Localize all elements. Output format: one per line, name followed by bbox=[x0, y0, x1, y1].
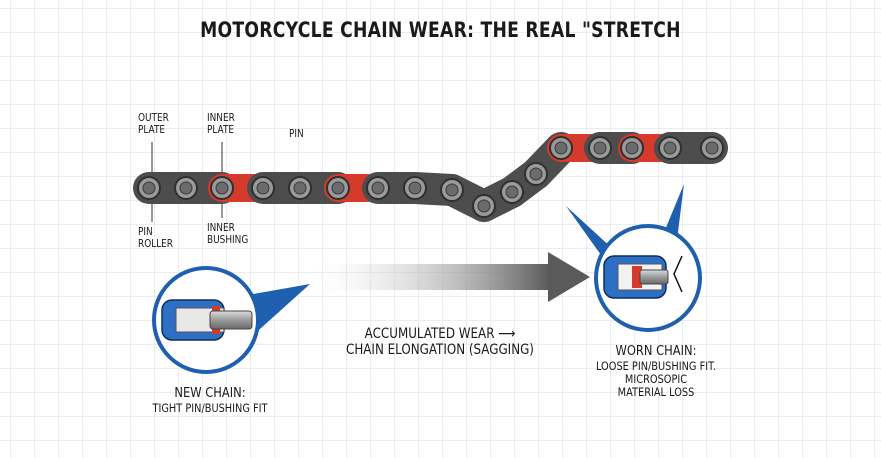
new-chain-detail: TIGHT PIN/BUSHING FIT bbox=[152, 400, 268, 415]
chain-pin bbox=[529, 167, 543, 181]
chain-pin bbox=[256, 181, 270, 195]
chain-pin bbox=[663, 141, 677, 155]
new-chain-heading: NEW CHAIN: bbox=[174, 385, 246, 401]
chain-pin bbox=[477, 199, 491, 213]
worn-chain-detail-1: LOOSE PIN/BUSHING FIT. bbox=[595, 358, 717, 373]
chain-pin bbox=[293, 181, 307, 195]
worn-chain-callout bbox=[566, 184, 702, 332]
worn-chain-caption: WORN CHAIN: LOOSE PIN/BUSHING FIT. MICRO… bbox=[556, 343, 756, 399]
label-inner-bushing-line2: BUSHING bbox=[207, 234, 249, 247]
wear-caption-line1: ACCUMULATED WEAR ⟶ bbox=[338, 326, 542, 342]
worn-chain-heading: WORN CHAIN: bbox=[615, 343, 697, 359]
chain-elongation-text: CHAIN ELONGATION (SAGGING) bbox=[346, 342, 534, 359]
worn-chain-detail-2: MICROSOPIC bbox=[624, 371, 688, 386]
chain-pin bbox=[593, 141, 607, 155]
wear-arrow bbox=[300, 252, 590, 302]
chain-pin bbox=[179, 181, 193, 195]
label-pin-roller: PIN ROLLER bbox=[138, 226, 173, 250]
label-pin-roller-line1: PIN bbox=[138, 226, 153, 238]
label-outer-plate-line2: PLATE bbox=[138, 124, 166, 137]
chain-pin bbox=[445, 183, 459, 197]
label-inner-plate-line2: PLATE bbox=[207, 124, 235, 137]
chain-pin bbox=[215, 181, 229, 195]
label-pin: PIN bbox=[289, 128, 304, 140]
chain-pin bbox=[408, 181, 422, 195]
right-arrow-icon: ⟶ bbox=[498, 326, 516, 342]
chain-pin bbox=[625, 141, 639, 155]
chain-pin bbox=[331, 181, 345, 195]
label-inner-plate-line1: INNER bbox=[207, 112, 235, 124]
page-title: MOTORCYCLE CHAIN WEAR: THE REAL "STRETCH bbox=[200, 18, 681, 42]
label-inner-bushing: INNER BUSHING bbox=[207, 222, 248, 246]
label-inner-plate: INNER PLATE bbox=[207, 112, 235, 136]
label-outer-plate: OUTER PLATE bbox=[138, 112, 169, 136]
label-pin-roller-line2: ROLLER bbox=[138, 238, 174, 251]
label-outer-plate-line1: OUTER bbox=[138, 112, 169, 124]
label-inner-bushing-line1: INNER bbox=[207, 222, 235, 234]
wear-caption: ACCUMULATED WEAR ⟶ CHAIN ELONGATION (SAG… bbox=[338, 326, 542, 358]
new-chain-caption: NEW CHAIN: TIGHT PIN/BUSHING FIT bbox=[110, 385, 310, 415]
new-chain-callout bbox=[152, 266, 310, 374]
chain-pin bbox=[505, 185, 519, 199]
roller-chain bbox=[133, 132, 728, 222]
chain-pin bbox=[142, 181, 156, 195]
chain-pin bbox=[705, 141, 719, 155]
chain-pin bbox=[554, 141, 568, 155]
worn-chain-detail-3: MATERIAL LOSS bbox=[617, 384, 695, 399]
chain-pin bbox=[371, 181, 385, 195]
accumulated-wear-text: ACCUMULATED WEAR bbox=[364, 326, 495, 342]
